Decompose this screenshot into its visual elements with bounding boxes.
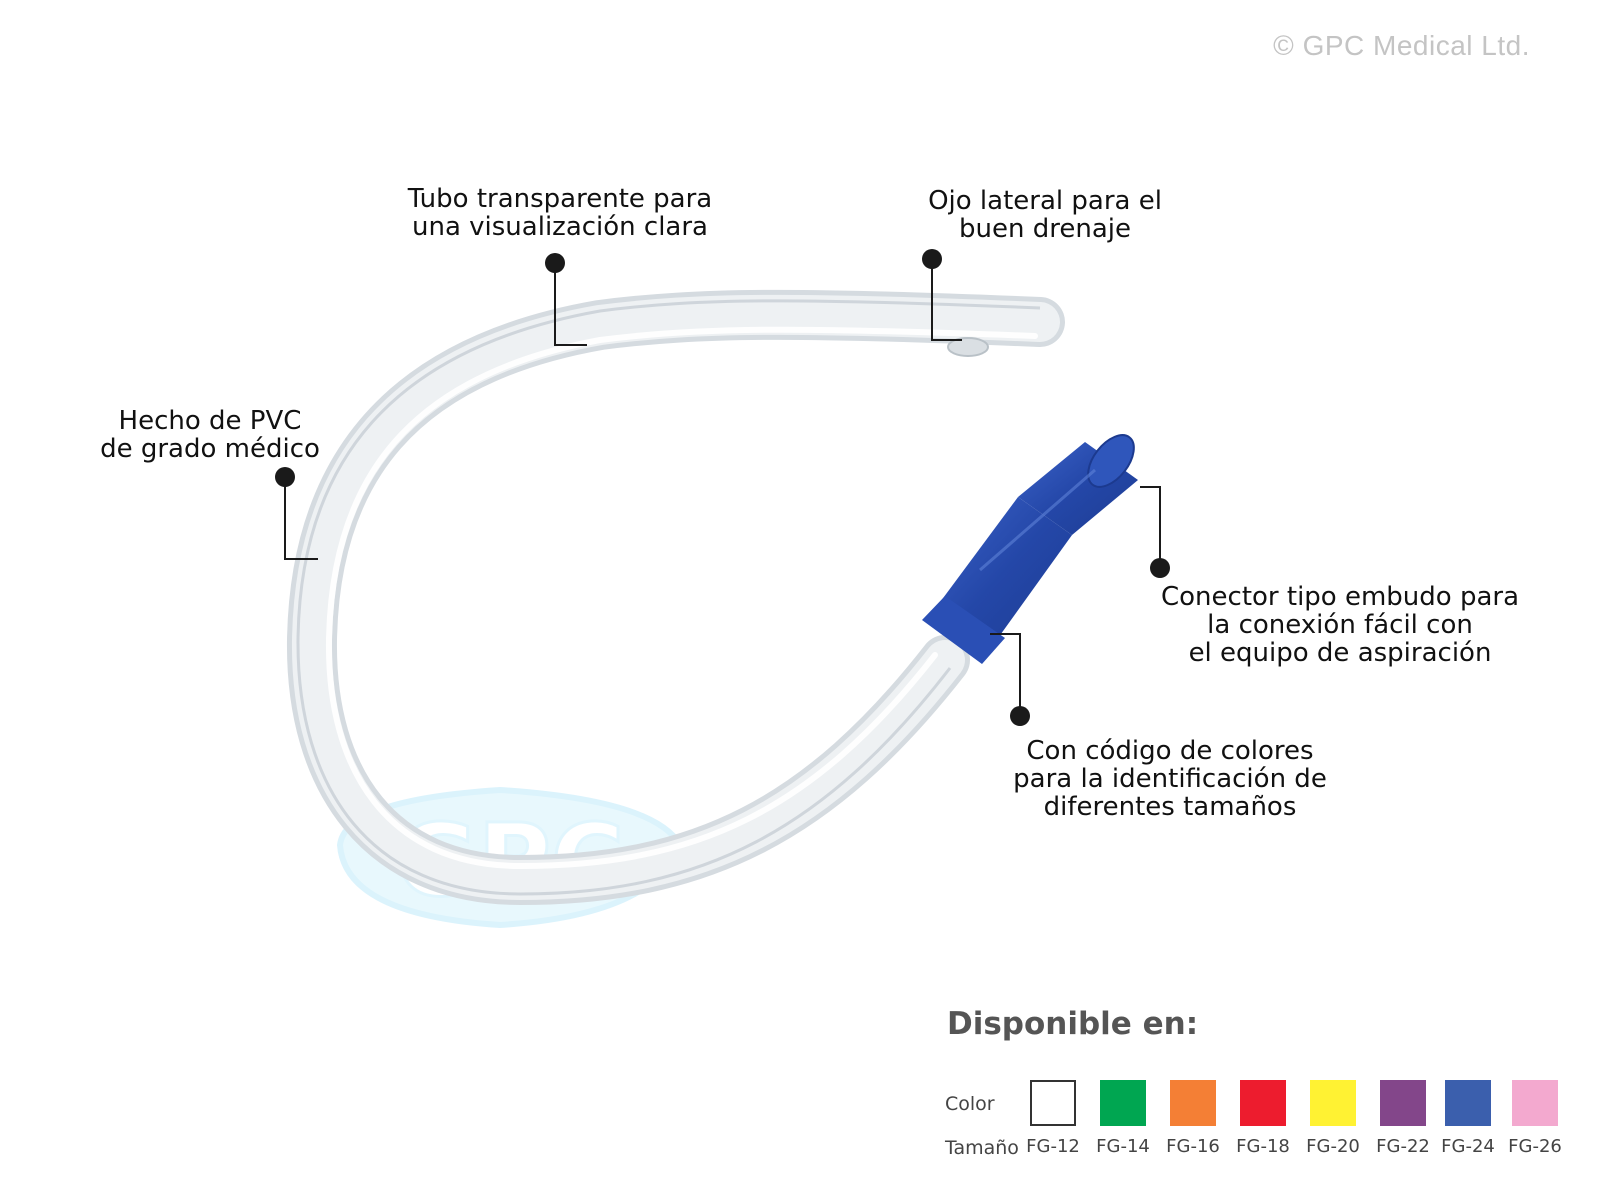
color-swatch-fg-16 [1170, 1080, 1216, 1126]
size-row-label: Tamaño [945, 1137, 1019, 1159]
catheter-tube [286, 289, 1065, 906]
size-label-fg-22: FG-22 [1376, 1136, 1430, 1157]
color-row-label: Color [945, 1093, 995, 1115]
color-swatch-fg-24 [1445, 1080, 1491, 1126]
color-swatch-fg-20 [1310, 1080, 1356, 1126]
callout-leader-pvc [275, 467, 318, 560]
size-label-fg-24: FG-24 [1441, 1136, 1495, 1157]
size-label-fg-20: FG-20 [1306, 1136, 1360, 1157]
callout-label-eye: Ojo lateral para el buen drenaje [928, 186, 1162, 244]
color-swatch-fg-12 [1030, 1080, 1076, 1126]
size-label-fg-16: FG-16 [1166, 1136, 1220, 1157]
callout-label-pvc: Hecho de PVC de grado médico [100, 406, 320, 464]
copyright-notice: © GPC Medical Ltd. [1273, 30, 1530, 61]
size-label-fg-14: FG-14 [1096, 1136, 1150, 1157]
size-label-fg-12: FG-12 [1026, 1136, 1080, 1157]
callout-label-connector: Conector tipo embudo para la conexión fá… [1160, 582, 1520, 668]
availability-title: Disponible en: [947, 1006, 1199, 1042]
color-swatch-fg-18 [1240, 1080, 1286, 1126]
size-label-fg-18: FG-18 [1236, 1136, 1290, 1157]
size-label-fg-26: FG-26 [1508, 1136, 1562, 1157]
callout-leader-connector [1140, 486, 1170, 578]
funnel-connector [922, 434, 1138, 664]
color-swatch-fg-22 [1380, 1080, 1426, 1126]
color-swatch-fg-26 [1512, 1080, 1558, 1126]
callout-label-tube: Tubo transparente para una visualización… [407, 184, 713, 242]
callout-leader-color-code [990, 633, 1030, 726]
callout-leader-tube [545, 253, 587, 346]
callout-leader-eye [922, 249, 962, 341]
side-eye [947, 337, 989, 357]
color-swatch-fg-14 [1100, 1080, 1146, 1126]
callout-label-color-code: Con código de colores para la identifica… [1013, 736, 1327, 822]
